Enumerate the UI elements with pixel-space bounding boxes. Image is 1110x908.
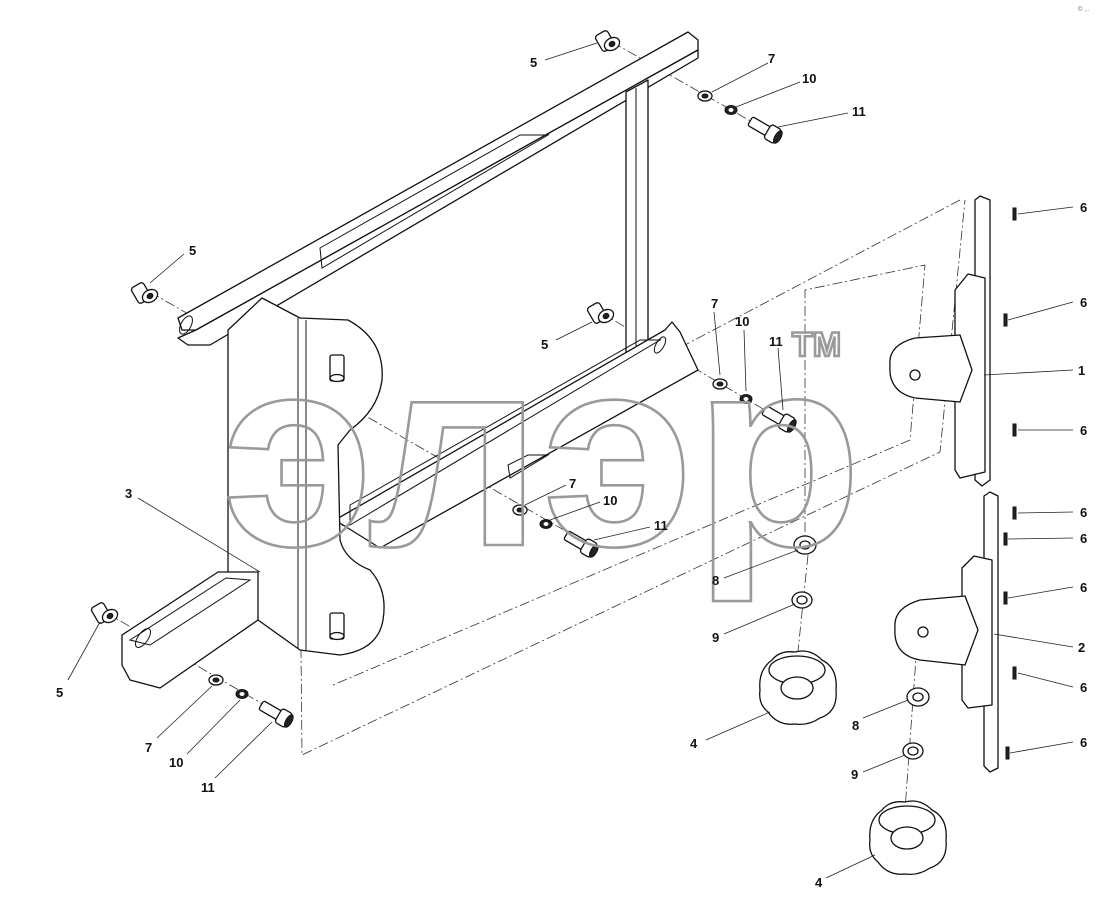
callout-10-bottom: 10	[169, 755, 183, 770]
axis-left-bolt	[149, 291, 591, 546]
fastener-set-top	[697, 90, 783, 144]
callout-1: 1	[1078, 363, 1085, 378]
bottom-foot-edge	[128, 577, 252, 646]
callout-6-8: 6	[1080, 735, 1087, 750]
plate-1-tab	[889, 334, 973, 403]
callout-4-upper: 4	[690, 736, 698, 751]
callout-6-4: 6	[1080, 505, 1087, 520]
callout-5-mid: 5	[541, 337, 548, 352]
callout-8-upper: 8	[712, 573, 719, 588]
bracket-frame	[121, 31, 699, 689]
callout-11-center: 11	[654, 518, 668, 533]
pin-6-8	[1005, 746, 1010, 760]
callout-7-center: 7	[569, 476, 576, 491]
callout-3: 3	[125, 486, 132, 501]
lower-rail	[334, 321, 699, 549]
callout-6-5: 6	[1080, 531, 1087, 546]
callout-11-top: 11	[852, 104, 866, 119]
lower-rail-slot	[507, 454, 550, 479]
rivet-nut-mid	[586, 302, 615, 324]
lower-rail-hole	[653, 336, 667, 354]
callout-10-mid: 10	[735, 314, 749, 329]
mount-plate-2	[894, 491, 999, 773]
callout-6-6: 6	[1080, 580, 1087, 595]
callout-7-top: 7	[768, 51, 775, 66]
callout-5-top: 5	[530, 55, 537, 70]
callout-6-2: 6	[1080, 295, 1087, 310]
bottom-foot-hole	[134, 628, 152, 648]
rivet-nut-bottom	[90, 602, 119, 624]
plate-2-tab	[894, 595, 979, 666]
callout-5-bottom: 5	[56, 685, 63, 700]
rivet-nut-left	[130, 282, 159, 304]
callout-9-lower: 9	[851, 767, 858, 782]
pin-6-1	[1012, 207, 1017, 221]
fastener-set-bottom	[208, 674, 294, 728]
lower-rail-edge	[349, 339, 662, 526]
fastener-set-mid	[712, 378, 797, 433]
corner-mark: © ...	[1078, 6, 1089, 13]
knob-assembly-lower	[869, 687, 947, 876]
pin-6-4	[1012, 506, 1017, 520]
pin-6-5	[1003, 532, 1008, 546]
plate-2-hole	[917, 626, 929, 638]
pin-6-2	[1003, 313, 1008, 327]
pin-6-3	[1012, 423, 1017, 437]
rivet-nut-top	[594, 30, 621, 52]
callout-9-upper: 9	[712, 630, 719, 645]
callout-6-7: 6	[1080, 680, 1087, 695]
callout-6-3: 6	[1080, 423, 1087, 438]
top-rail-hole	[179, 315, 193, 335]
top-rail-slot	[319, 134, 550, 269]
callout-7-mid: 7	[711, 296, 718, 311]
watermark: элэр TM	[221, 301, 864, 606]
callout-11-bottom: 11	[201, 780, 215, 795]
callout-7-bottom: 7	[145, 740, 152, 755]
plate-1-hole	[909, 369, 921, 381]
fastener-set-center	[512, 504, 599, 558]
knob-assembly-upper	[759, 535, 837, 726]
callout-labels: 5 7 10 11 5 5 7 10 11 3 7 10 11 5 7 10 1…	[56, 51, 1087, 890]
axis-upper-loop	[332, 264, 926, 686]
bolt-11-top	[747, 116, 783, 144]
top-rail-face	[177, 49, 699, 346]
pins-6	[1003, 207, 1017, 760]
callout-8-lower: 8	[852, 718, 859, 733]
callout-6-1: 6	[1080, 200, 1087, 215]
leader-lines	[67, 42, 1074, 879]
watermark-text: элэр	[222, 302, 862, 604]
stud-lower	[329, 612, 345, 641]
callout-2: 2	[1078, 640, 1085, 655]
mount-plate-1	[889, 195, 991, 487]
callout-10-top: 10	[802, 71, 816, 86]
stud-upper	[329, 354, 345, 383]
watermark-trademark: TM	[792, 326, 841, 364]
pin-6-7	[1012, 666, 1017, 680]
callout-5-left: 5	[189, 243, 196, 258]
callout-11-mid: 11	[769, 334, 783, 349]
pin-6-6	[1003, 591, 1008, 605]
axis-top-bolt	[611, 41, 776, 136]
bottom-foot	[121, 571, 259, 689]
axis-knob-lower	[904, 629, 919, 811]
callout-10-center: 10	[603, 493, 617, 508]
callout-4-lower: 4	[815, 875, 823, 890]
